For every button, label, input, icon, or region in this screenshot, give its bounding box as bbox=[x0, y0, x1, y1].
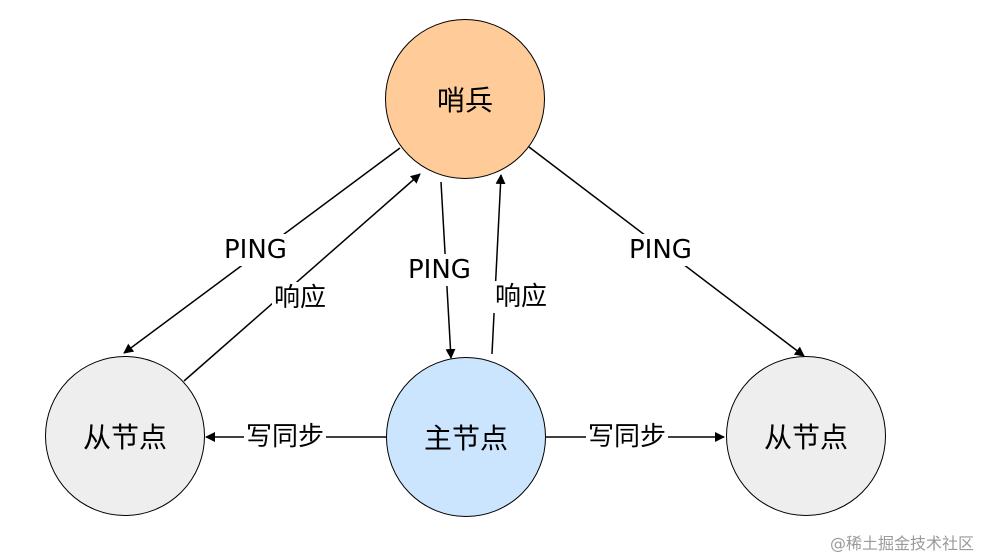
master-node: 主节点 bbox=[386, 357, 546, 517]
ping-left-label: PING bbox=[222, 234, 289, 266]
slave-right-node: 从节点 bbox=[726, 356, 886, 516]
sentinel-node: 哨兵 bbox=[385, 19, 545, 179]
slave-right-label: 从节点 bbox=[763, 421, 848, 454]
reply-left-label: 响应 bbox=[272, 282, 329, 314]
ping-master-label: PING bbox=[406, 254, 473, 286]
master-label: 主节点 bbox=[423, 422, 508, 455]
ping-right-label: PING bbox=[627, 234, 694, 266]
reply-master-arrow bbox=[491, 174, 506, 355]
reply-master-label: 响应 bbox=[493, 281, 550, 313]
slave-left-label: 从节点 bbox=[82, 421, 167, 454]
sentinel-label: 哨兵 bbox=[436, 84, 493, 117]
sync-right-label: 写同步 bbox=[586, 421, 669, 453]
slave-left-node: 从节点 bbox=[45, 356, 205, 516]
sync-left-label: 写同步 bbox=[244, 421, 327, 453]
reply-left-arrow bbox=[183, 173, 421, 382]
watermark: @稀土掘金技术社区 bbox=[829, 534, 974, 553]
